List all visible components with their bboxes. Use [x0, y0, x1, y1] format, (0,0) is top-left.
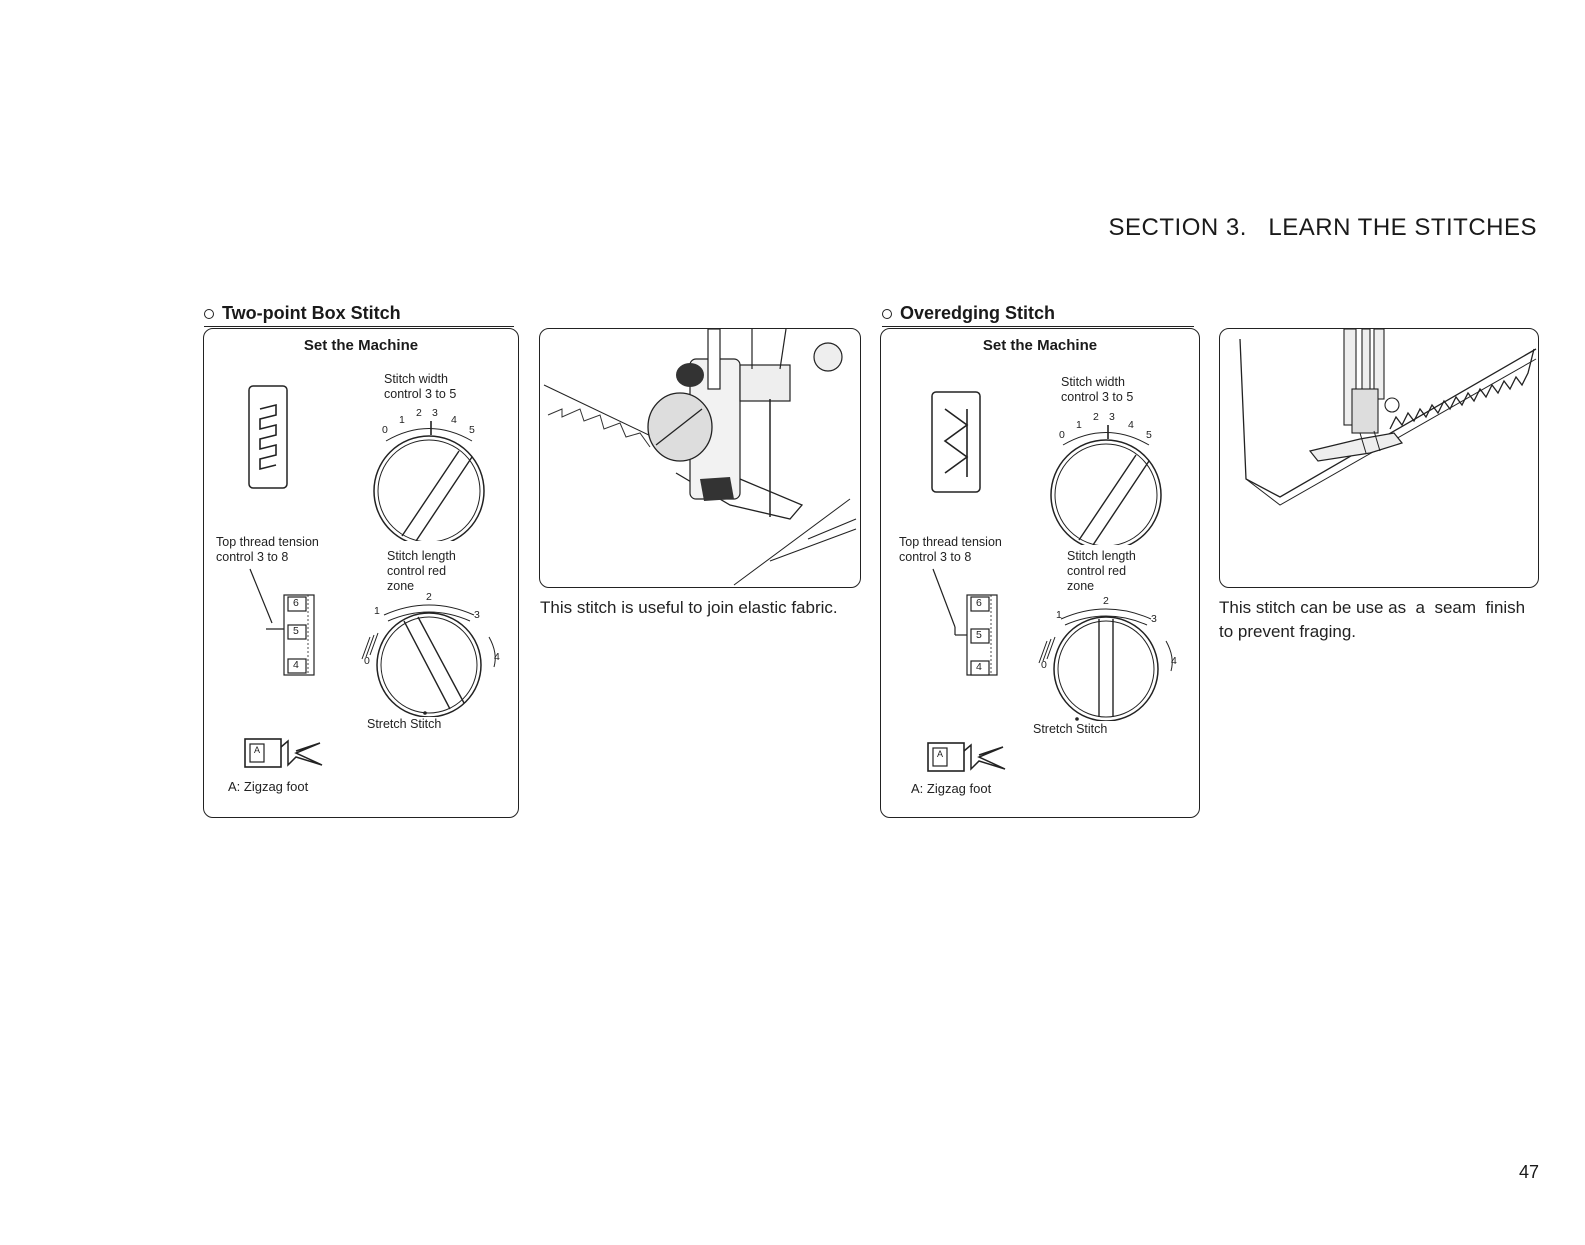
tension-number: 5	[976, 629, 982, 641]
length-tick: 0	[1041, 659, 1047, 671]
section-header: SECTION 3. LEARN THE STITCHES	[1108, 214, 1537, 241]
stitch-width-label: Stitch width control 3 to 5	[384, 372, 456, 402]
tension-control-indicator	[932, 568, 998, 676]
stitch-length-label-line2: control red	[387, 564, 447, 578]
caption-line: to prevent fraging.	[1219, 622, 1357, 641]
length-tick: 3	[1151, 613, 1157, 625]
fabric-edge-illustration	[1239, 329, 1537, 506]
foot-letter: A	[937, 749, 944, 759]
width-tick: 4	[451, 414, 457, 426]
length-tick: 4	[1171, 655, 1177, 667]
stitch-title-two-point-box: Two-point Box Stitch	[204, 303, 401, 324]
stitch-length-dial	[1038, 608, 1173, 721]
caption-two-point-box: This stitch is useful to join elastic fa…	[540, 598, 838, 617]
width-tick: 1	[1076, 419, 1082, 431]
tension-number: 6	[976, 597, 982, 609]
stitch-width-label: Stitch width control 3 to 5	[1061, 375, 1133, 405]
width-tick: 4	[1128, 419, 1134, 431]
stitch-length-label: Stitch length control red zone	[387, 549, 456, 594]
foot-letter: A	[254, 745, 261, 755]
stitch-width-label-line2: control 3 to 5	[1061, 390, 1134, 404]
tension-label-line2: control 3 to 8	[216, 550, 289, 564]
stitch-width-dial	[1050, 425, 1162, 545]
tension-label-line2: control 3 to 8	[899, 550, 972, 564]
length-tick: 1	[1056, 609, 1062, 621]
page-number: 47	[1518, 1162, 1539, 1182]
title-underline	[204, 326, 514, 327]
width-tick: 5	[1146, 429, 1152, 441]
foot-label: A: Zigzag foot	[911, 781, 992, 796]
tension-control-indicator	[249, 568, 315, 676]
tension-number: 5	[293, 625, 299, 637]
stitch-length-label-line2: control red	[1067, 564, 1127, 578]
stitch-length-label-line3: zone	[387, 579, 415, 593]
stitch-width-dial	[373, 421, 485, 541]
tension-number: 4	[976, 661, 982, 673]
zigzag-foot-icon	[927, 742, 1006, 772]
zigzag-foot-icon	[244, 738, 323, 768]
stitch-length-label-line1: Stitch length	[387, 549, 456, 563]
stitch-title-overedging: Overedging Stitch	[882, 303, 1055, 324]
stitch-width-label-line1: Stitch width	[1061, 375, 1125, 389]
tension-label: Top thread tension control 3 to 8	[899, 535, 1002, 565]
stretch-stitch-label: Stretch Stitch	[1033, 722, 1108, 736]
width-tick: 0	[1059, 429, 1065, 441]
length-tick: 4	[494, 651, 500, 663]
set-machine-title: Set the Machine	[303, 337, 419, 354]
sewing-foot-illustration	[543, 329, 857, 586]
stretch-stitch-label: Stretch Stitch	[367, 717, 442, 731]
stitch-length-dial	[361, 604, 496, 717]
length-tick: 0	[364, 655, 370, 667]
overedging-stitch-pattern-icon	[931, 391, 981, 493]
stitch-length-label-line1: Stitch length	[1067, 549, 1136, 563]
stitch-width-label-line1: Stitch width	[384, 372, 448, 386]
length-tick: 2	[426, 591, 432, 603]
tension-label-line1: Top thread tension	[899, 535, 1002, 549]
title-underline	[882, 326, 1194, 327]
width-tick: 3	[1109, 411, 1115, 423]
box-stitch-illustration	[539, 328, 861, 588]
width-tick: 1	[399, 414, 405, 426]
tension-label-line1: Top thread tension	[216, 535, 319, 549]
bullet-icon	[882, 309, 892, 320]
box-stitch-pattern-icon	[248, 385, 288, 489]
width-tick: 0	[382, 424, 388, 436]
tension-label: Top thread tension control 3 to 8	[216, 535, 319, 565]
length-tick: 3	[474, 609, 480, 621]
width-tick: 3	[432, 407, 438, 419]
stitch-title-text: Two-point Box Stitch	[222, 303, 401, 323]
stitch-length-label: Stitch length control red zone	[1067, 549, 1136, 594]
overedging-stitch-illustration	[1219, 328, 1539, 588]
set-machine-panel: Set the Machine Stitch width control 3 t…	[203, 328, 519, 818]
bullet-icon	[204, 309, 214, 320]
width-tick: 2	[1093, 411, 1099, 423]
foot-label: A: Zigzag foot	[228, 779, 309, 794]
set-machine-title: Set the Machine	[982, 337, 1098, 354]
tension-number: 4	[293, 659, 299, 671]
length-tick: 1	[374, 605, 380, 617]
caption-line: This stitch can be use as a seam finish	[1219, 598, 1526, 617]
stitch-length-label-line3: zone	[1067, 579, 1095, 593]
caption-overedging: This stitch can be use as a seam finish …	[1219, 596, 1541, 644]
stitch-title-text: Overedging Stitch	[900, 303, 1056, 323]
tension-number: 6	[293, 597, 299, 609]
set-machine-panel: Set the Machine Stitch width control 3 t…	[880, 328, 1200, 818]
width-tick: 5	[469, 424, 475, 436]
width-tick: 2	[416, 407, 422, 419]
stitch-width-label-line2: control 3 to 5	[384, 387, 457, 401]
length-tick: 2	[1103, 595, 1109, 607]
